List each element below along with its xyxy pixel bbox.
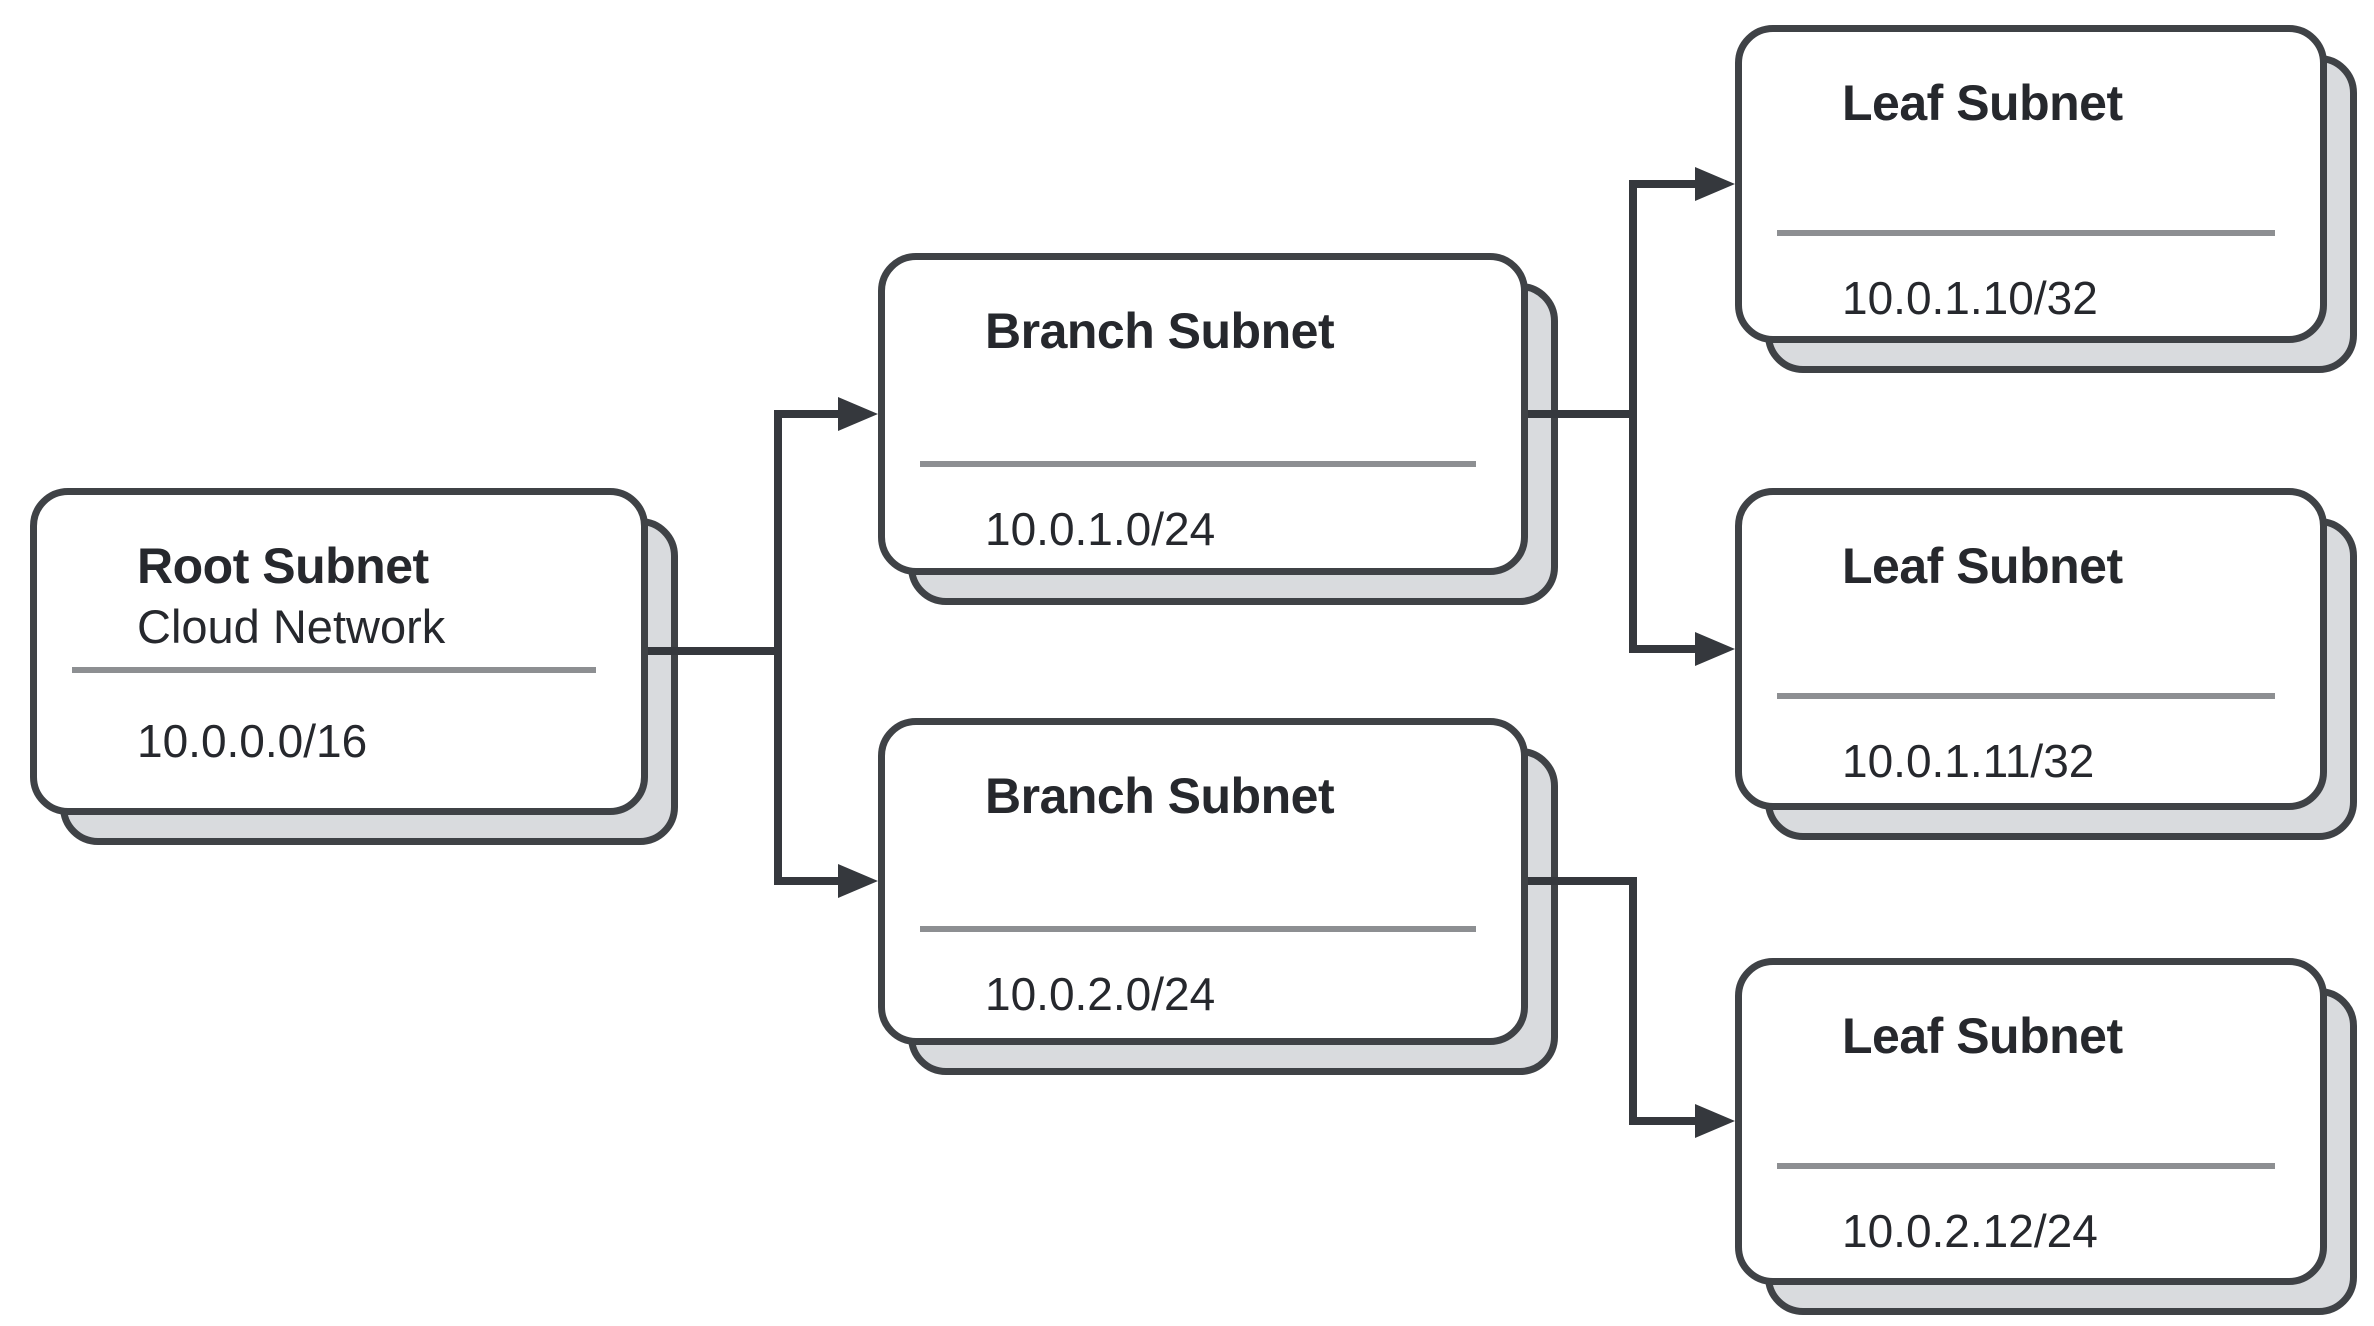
- card-face: Leaf Subnet 10.0.1.11/32: [1735, 488, 2327, 810]
- connector-root-to-branch-2: [774, 877, 838, 885]
- card-divider: [1777, 1163, 2275, 1169]
- connector-branch-1-trunk: [1629, 180, 1637, 653]
- connector-branch-2-to-leaf-3: [1629, 1117, 1695, 1125]
- subnet-cidr: 10.0.1.0/24: [985, 503, 1216, 555]
- connector-root-stub: [646, 647, 782, 655]
- subnet-card-leaf-2: Leaf Subnet 10.0.1.11/32: [1735, 488, 2357, 840]
- subnet-title: Root Subnet: [137, 538, 429, 594]
- subnet-title: Leaf Subnet: [1842, 1008, 2123, 1064]
- subnet-cidr: 10.0.1.10/32: [1842, 272, 2098, 324]
- connector-root-to-branch-1: [774, 410, 838, 418]
- card-face: Leaf Subnet 10.0.1.10/32: [1735, 25, 2327, 343]
- subnet-subtitle: Cloud Network: [137, 600, 446, 653]
- card-divider: [920, 461, 1476, 467]
- connector-branch-2-trunk: [1629, 877, 1637, 1125]
- connector-branch-2-stub: [1522, 877, 1637, 885]
- subnet-cidr: 10.0.2.0/24: [985, 968, 1216, 1020]
- card-divider: [72, 667, 596, 673]
- arrowhead-to-leaf-1: [1695, 167, 1735, 201]
- card-face: Root Subnet Cloud Network 10.0.0.0/16: [30, 488, 648, 815]
- connector-root-trunk: [774, 410, 782, 885]
- card-face: Leaf Subnet 10.0.2.12/24: [1735, 958, 2327, 1285]
- arrowhead-to-branch-2: [838, 864, 878, 898]
- subnet-title: Leaf Subnet: [1842, 75, 2123, 131]
- connector-branch-1-stub: [1522, 410, 1637, 418]
- connector-branch-1-to-leaf-1: [1629, 180, 1695, 188]
- subnet-card-leaf-1: Leaf Subnet 10.0.1.10/32: [1735, 25, 2357, 373]
- card-face: Branch Subnet 10.0.2.0/24: [878, 718, 1528, 1045]
- card-divider: [1777, 693, 2275, 699]
- arrowhead-to-leaf-2: [1695, 632, 1735, 666]
- subnet-title: Branch Subnet: [985, 303, 1335, 359]
- arrowhead-to-leaf-3: [1695, 1104, 1735, 1138]
- subnet-card-root: Root Subnet Cloud Network 10.0.0.0/16: [30, 488, 678, 845]
- subnet-cidr: 10.0.0.0/16: [137, 715, 368, 767]
- card-divider: [920, 926, 1476, 932]
- card-face: Branch Subnet 10.0.1.0/24: [878, 253, 1528, 575]
- subnet-card-branch-2: Branch Subnet 10.0.2.0/24: [878, 718, 1558, 1075]
- subnet-card-branch-1: Branch Subnet 10.0.1.0/24: [878, 253, 1558, 605]
- subnet-card-leaf-3: Leaf Subnet 10.0.2.12/24: [1735, 958, 2357, 1315]
- subnet-title: Leaf Subnet: [1842, 538, 2123, 594]
- card-divider: [1777, 230, 2275, 236]
- subnet-cidr: 10.0.2.12/24: [1842, 1205, 2098, 1257]
- arrowhead-to-branch-1: [838, 397, 878, 431]
- subnet-cidr: 10.0.1.11/32: [1842, 735, 2095, 787]
- subnet-title: Branch Subnet: [985, 768, 1335, 824]
- connector-branch-1-to-leaf-2: [1629, 645, 1695, 653]
